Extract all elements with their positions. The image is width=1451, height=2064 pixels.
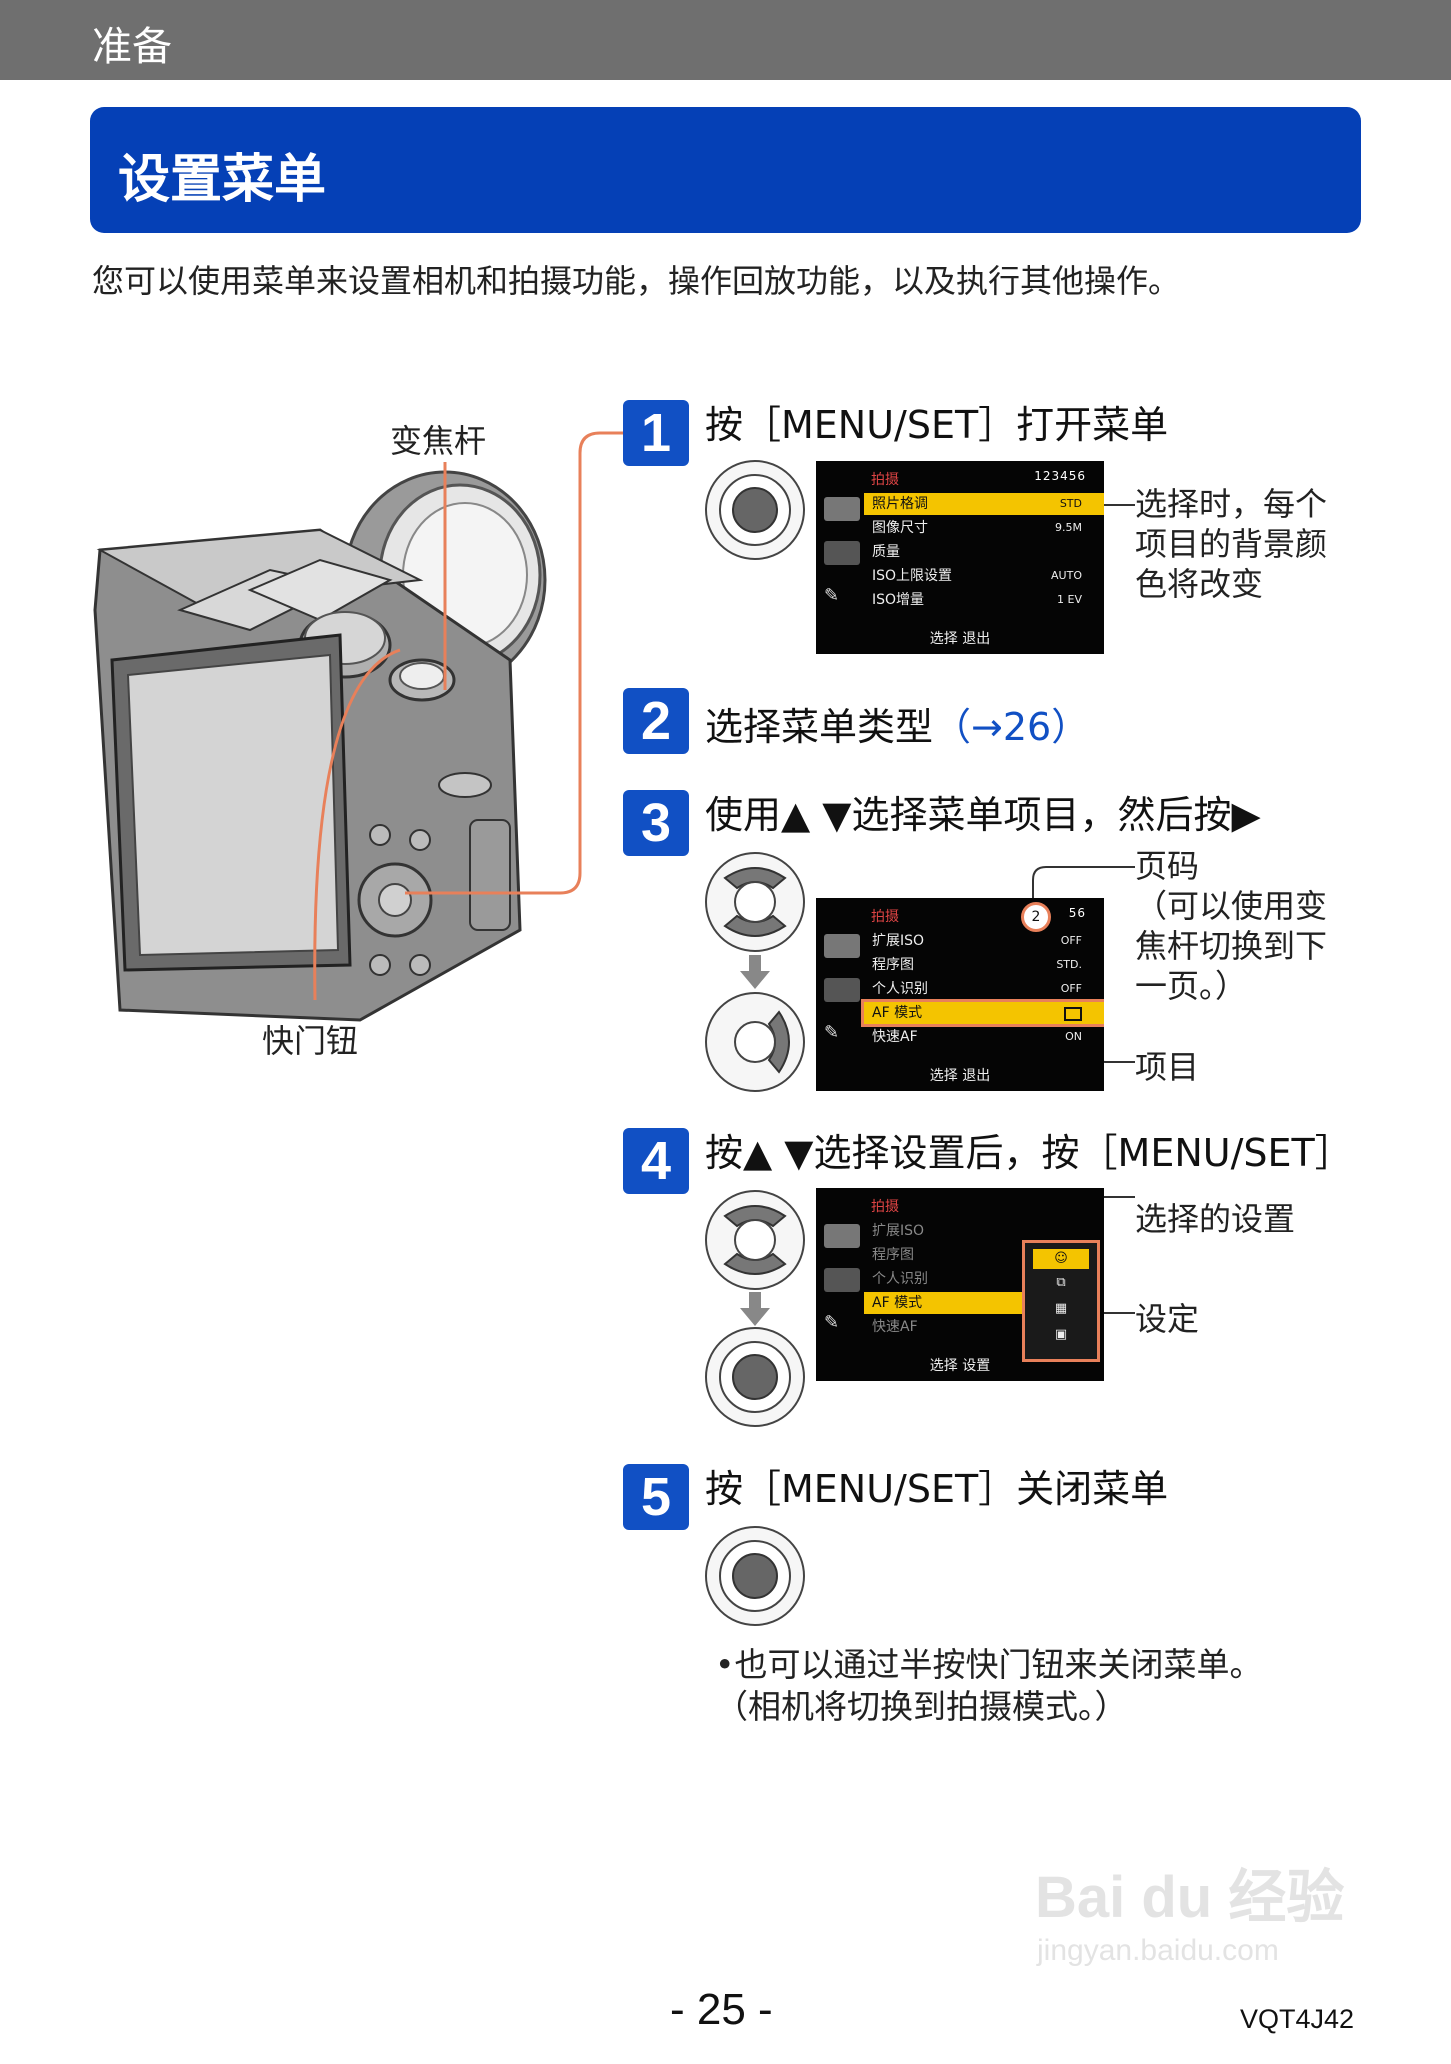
step-5-text: 按［MENU/SET］关闭菜单 — [705, 1467, 1169, 1511]
page-title: 设置菜单 — [118, 150, 327, 210]
step-4-number: 4 — [623, 1128, 689, 1194]
callout-settings: 设定 — [1135, 1300, 1200, 1338]
callout-selected-setting: 选择的设置 — [1135, 1200, 1296, 1238]
menu-footer: 选择 退出 — [929, 631, 991, 647]
af-multi-icon: ▦ — [1054, 1301, 1068, 1316]
menu-item: 质量 — [872, 544, 900, 560]
menu-screen-3: ✎ 拍摄 扩展ISO 程序图 个人识别 AF 模式 快速AF ☺ ⧉ ▦ ▣ 选… — [816, 1188, 1104, 1381]
step-2-number: 2 — [623, 688, 689, 754]
menu-item: 快速AF — [872, 1319, 918, 1335]
wrench-icon: ✎ — [824, 1312, 840, 1333]
menu-item: 扩展ISO — [872, 1223, 925, 1239]
section-label: 准备 — [92, 24, 172, 70]
menu-item: 程序图 — [872, 1247, 914, 1263]
page-numbers: 56 — [1068, 906, 1086, 920]
step-5-number: 5 — [623, 1464, 689, 1530]
menu-footer: 选择 设置 — [929, 1358, 991, 1374]
step-1-text: 按［MENU/SET］打开菜单 — [705, 403, 1169, 447]
document-code: VQT4J42 — [1240, 2004, 1355, 2034]
settings-popup: ☺ ⧉ ▦ ▣ — [1022, 1240, 1100, 1362]
menu-header: 拍摄 — [871, 909, 899, 925]
page-badge: 2 — [1021, 902, 1051, 932]
note: •也可以通过半按快门钮来关闭菜单。 （相机将切换到拍摄模式。） — [715, 1645, 1263, 1726]
dial-center-press-icon — [703, 1325, 807, 1429]
camera-illustration — [90, 410, 610, 1030]
callout-item: 项目 — [1135, 1048, 1200, 1086]
intro-text: 您可以使用菜单来设置相机和拍摄功能，操作回放功能，以及执行其他操作。 — [92, 262, 1181, 300]
menu-item: 个人识别 — [872, 1271, 928, 1287]
page-number: - 25 - — [670, 1985, 773, 2034]
af-face-icon: ☺ — [1033, 1249, 1089, 1269]
wrench-icon: ✎ — [824, 1022, 840, 1043]
title-banner: 设置菜单 — [90, 107, 1361, 233]
step-2-text: 选择菜单类型（→26） — [705, 705, 1090, 749]
step-3-number: 3 — [623, 790, 689, 856]
af-tracking-icon: ⧉ — [1056, 1275, 1066, 1290]
menu-item-selected: AF 模式 — [864, 1292, 1024, 1314]
menu-header: 拍摄 — [871, 472, 899, 488]
af-single-icon: ▣ — [1054, 1327, 1068, 1342]
camera-icon — [824, 497, 860, 521]
menu-header: 拍摄 — [871, 1199, 899, 1215]
dial-center-press-icon — [703, 458, 807, 562]
video-icon — [824, 541, 860, 565]
callout-page-number: 页码 （可以使用变 焦杆切换到下 一页。） — [1135, 847, 1328, 1005]
dial-up-down-icon — [703, 1188, 807, 1292]
menu-footer: 选择 退出 — [929, 1068, 991, 1084]
step-3-text: 使用▲ ▼选择菜单项目，然后按▶ — [705, 793, 1261, 837]
section-header: 准备 — [0, 0, 1451, 80]
camera-icon — [824, 1224, 860, 1248]
video-icon — [824, 978, 860, 1002]
shutter-button-label: 快门钮 — [262, 1022, 359, 1060]
dial-right-icon — [703, 990, 807, 1094]
zoom-lever-label: 变焦杆 — [390, 422, 487, 460]
camera-icon — [824, 934, 860, 958]
step-1-number: 1 — [623, 400, 689, 466]
video-icon — [824, 1268, 860, 1292]
step-4-text: 按▲ ▼选择设置后，按［MENU/SET］ — [705, 1131, 1353, 1175]
callout-background-change: 选择时，每个 项目的背景颜 色将改变 — [1135, 485, 1328, 603]
dial-center-press-icon — [703, 1524, 807, 1628]
dial-up-down-icon — [703, 850, 807, 954]
arrow-down-icon — [740, 955, 770, 993]
baidu-watermark: Bai du 经验 jingyan.baidu.com — [1035, 1865, 1345, 1967]
wrench-icon: ✎ — [824, 585, 840, 606]
page-numbers: 123456 — [1034, 469, 1086, 483]
menu-item-selected: AF 模式 — [861, 999, 1104, 1027]
arrow-down-icon — [740, 1292, 770, 1330]
page-ref-link[interactable]: （→26） — [933, 705, 1090, 749]
